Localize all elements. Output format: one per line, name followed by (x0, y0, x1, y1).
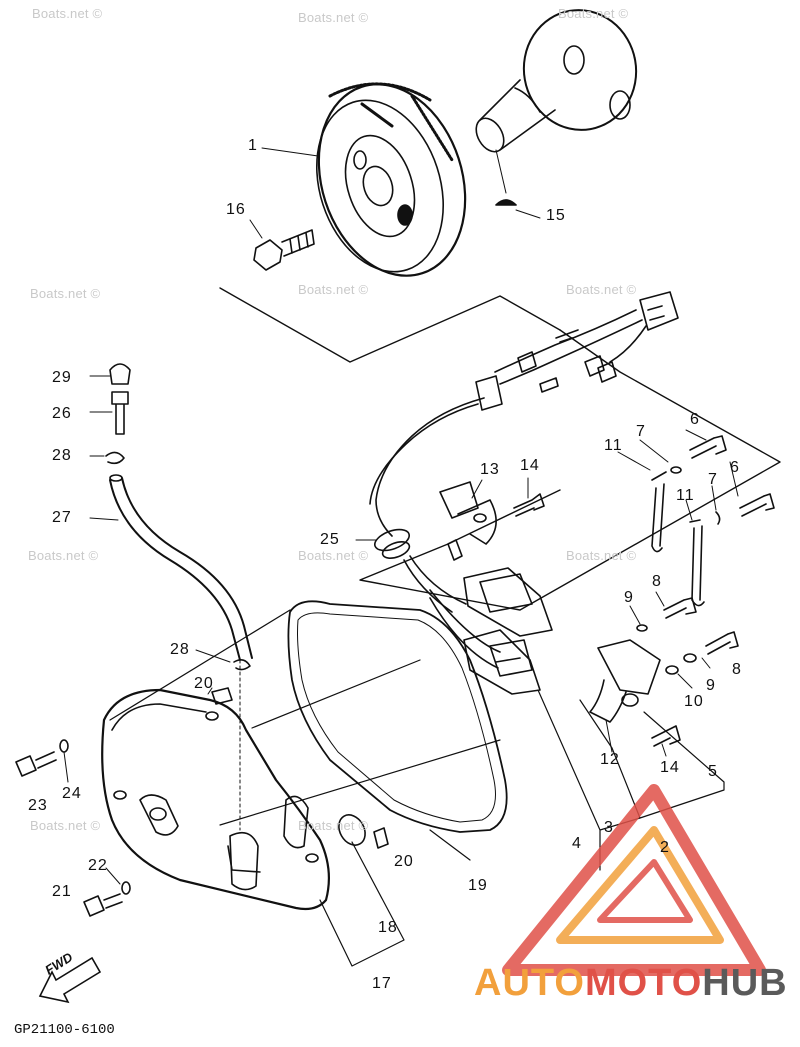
flywheel-cover (101, 688, 331, 911)
callout-23: 23 (28, 797, 48, 814)
watermark-text: Boats.net © (30, 286, 101, 301)
brand-part-moto: MOTO (584, 962, 703, 1004)
callout-8: 8 (732, 661, 742, 678)
callout-15: 15 (546, 207, 566, 224)
callout-5: 5 (708, 763, 718, 780)
watermark-text: Boats.net © (558, 6, 629, 21)
nipple-fitting (111, 391, 129, 435)
callout-21: 21 (52, 883, 72, 900)
callout-18: 18 (378, 919, 398, 936)
watermark-text: Boats.net © (566, 282, 637, 297)
callout-20: 20 (394, 853, 414, 870)
watermark-text: Boats.net © (298, 818, 369, 833)
callout-3: 3 (604, 819, 614, 836)
ignition-coil-assembly (429, 567, 553, 695)
fwd-arrow-icon (38, 956, 102, 1004)
cover-bolts (15, 739, 131, 917)
callout-leaders (63, 147, 739, 885)
cap-fitting (109, 363, 131, 385)
flywheel-bolt (253, 229, 315, 271)
woodruff-key (495, 199, 517, 206)
callout-25: 25 (320, 531, 340, 548)
mounting-plate-lower (689, 519, 705, 607)
watermark-text: Boats.net © (32, 6, 103, 21)
callout-10: 10 (684, 693, 704, 710)
callout-2: 2 (660, 839, 670, 856)
callout-17: 17 (372, 975, 392, 992)
callout-24: 24 (62, 785, 82, 802)
callout-28: 28 (170, 641, 190, 658)
flywheel-rotor (315, 82, 467, 277)
callout-16: 16 (226, 201, 246, 218)
callout-11: 11 (604, 437, 623, 454)
callout-22: 22 (88, 857, 108, 874)
wiring-harness (369, 291, 679, 613)
drain-tube (109, 474, 253, 661)
callout-28: 28 (52, 447, 72, 464)
cover-grommet (338, 814, 366, 846)
callout-14: 14 (520, 457, 540, 474)
callout-9: 9 (706, 677, 716, 694)
callout-9: 9 (624, 589, 634, 606)
callout-7: 7 (636, 423, 646, 440)
callout-7: 7 (708, 471, 718, 488)
automotohub-brand: AUTOMOTOHUB (474, 962, 788, 1005)
watermark-text: Boats.net © (298, 548, 369, 563)
hose-clamp-upper (105, 451, 125, 465)
bolt-washer-set-8-9-10 (636, 597, 739, 675)
callout-29: 29 (52, 369, 72, 386)
callout-19: 19 (468, 877, 488, 894)
hose-clamp-lower (233, 658, 251, 671)
callout-1: 1 (248, 137, 258, 154)
callout-26: 26 (52, 405, 72, 422)
flywheel-hub-cone (475, 9, 638, 153)
watermark-text: Boats.net © (298, 282, 369, 297)
callout-4: 4 (572, 835, 582, 852)
automotohub-logo-mark (502, 784, 766, 976)
callout-11: 11 (676, 487, 695, 504)
callout-8: 8 (652, 573, 662, 590)
cover-gasket (287, 600, 508, 833)
callout-13: 13 (480, 461, 500, 478)
rectifier-regulator (589, 639, 681, 747)
brand-part-hub: HUB (702, 962, 788, 1004)
callout-20: 20 (194, 675, 214, 692)
brand-part-auto: AUTO (474, 962, 585, 1004)
diagram-code: GP21100-6100 (14, 1022, 115, 1038)
bolt-washer-set-6-7 (670, 435, 775, 525)
watermark-text: Boats.net © (566, 548, 637, 563)
watermark-text: Boats.net © (28, 548, 99, 563)
callout-12: 12 (600, 751, 620, 768)
watermark-text: Boats.net © (30, 818, 101, 833)
callout-27: 27 (52, 509, 72, 526)
callout-14: 14 (660, 759, 680, 776)
mounting-plate-upper (651, 471, 667, 553)
pulser-coil (439, 481, 545, 561)
watermark-text: Boats.net © (298, 10, 369, 25)
callout-6: 6 (730, 459, 740, 476)
callout-6: 6 (690, 411, 700, 428)
cover-cap (373, 827, 389, 849)
